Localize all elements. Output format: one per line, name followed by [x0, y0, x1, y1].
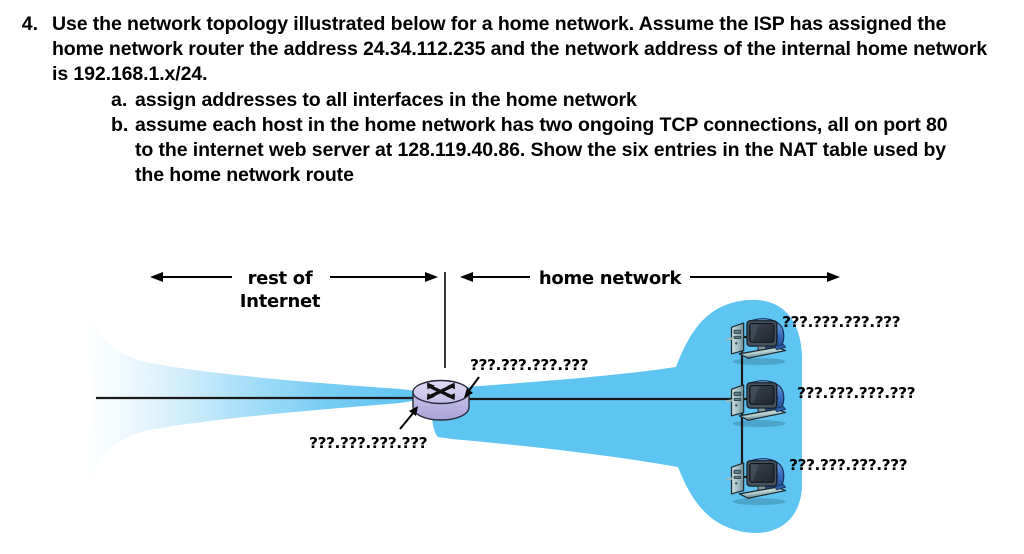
question-block: 4. Use the network topology illustrated … — [0, 0, 1024, 188]
label-home-network: home network — [539, 268, 683, 289]
question-subitem-b: b. assume each host in the home network … — [111, 113, 1000, 188]
question-sublist: a. assign addresses to all interfaces in… — [52, 88, 1000, 188]
subitem-a-marker: a. — [111, 89, 128, 111]
home-network-cloud — [432, 299, 802, 533]
subitem-b-marker: b. — [111, 114, 129, 136]
subitem-a-text: assign addresses to all interfaces in th… — [135, 89, 637, 111]
question-body: Use the network topology illustrated bel… — [38, 12, 1024, 188]
host-1-address-label: ???.???.???.??? — [782, 313, 900, 331]
router-icon — [412, 379, 470, 421]
home-network-scope-arrow — [460, 272, 840, 282]
question-number: 4. — [21, 13, 38, 35]
question-main-row: 4. Use the network topology illustrated … — [0, 12, 1024, 188]
host-2-address-label: ???.???.???.??? — [797, 384, 915, 402]
host-3-address-label: ???.???.???.??? — [789, 456, 907, 474]
rest-of-internet-scope-arrow — [150, 272, 438, 282]
router-wan-address-label: ???.???.???.??? — [309, 434, 427, 452]
question-subitem-a: a. assign addresses to all interfaces in… — [111, 88, 1000, 113]
label-internet: Internet — [240, 291, 321, 312]
rest-of-internet-cloud — [84, 315, 418, 478]
label-rest-of: rest of — [248, 268, 313, 289]
router-lan-address-pointer — [464, 376, 480, 398]
router-wan-address-pointer — [399, 406, 418, 430]
network-topology-diagram: rest of Internet home network ???.???.??… — [0, 215, 1024, 554]
subitem-b-text: assume each host in the home network has… — [135, 114, 948, 186]
router-lan-address-label: ???.???.???.??? — [470, 356, 588, 374]
question-stem: Use the network topology illustrated bel… — [52, 13, 988, 85]
